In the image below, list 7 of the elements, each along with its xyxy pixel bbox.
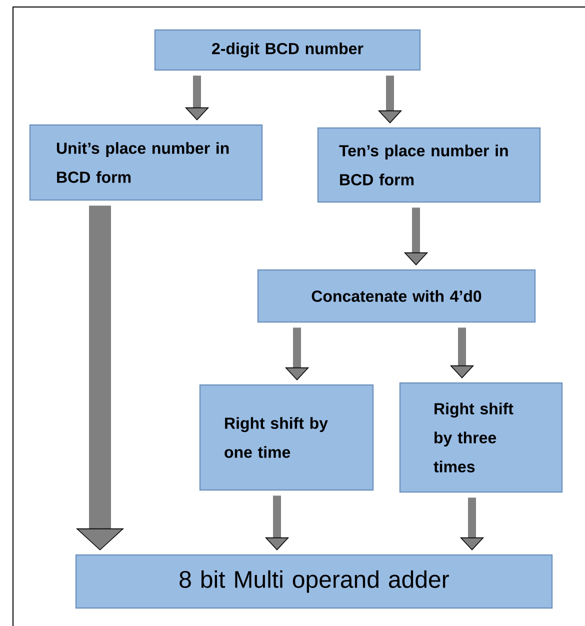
process-box: Concatenate with 4’d0	[252, 264, 540, 328]
process-box: Right shift by one time	[194, 380, 378, 496]
process-box: 8 bit Multi operand adder	[70, 550, 558, 614]
process-box: Unit’s place number in BCD form	[24, 120, 268, 206]
process-box: Right shift by three times	[394, 378, 568, 498]
process-box: Ten’s place number in BCD form	[312, 122, 546, 208]
process-box: 2-digit BCD number	[150, 24, 426, 76]
